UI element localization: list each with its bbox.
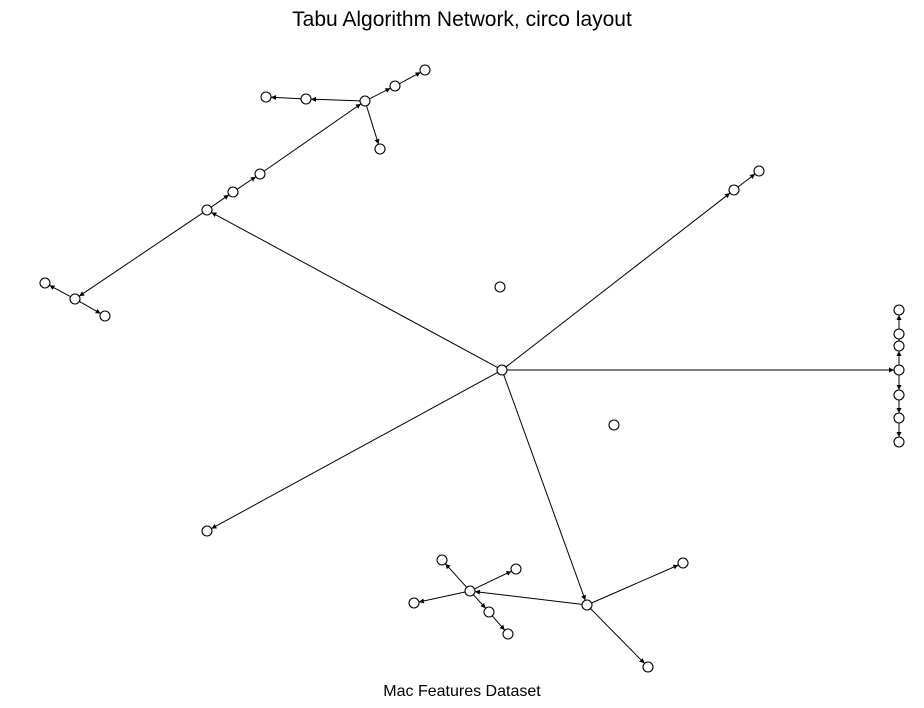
edge-n1-n16 xyxy=(78,212,204,297)
graph-node xyxy=(359,95,371,107)
graph-node xyxy=(494,281,506,293)
edge-n23-n25 xyxy=(591,564,679,604)
graph-node xyxy=(893,328,905,340)
edge-n7-n8 xyxy=(236,176,257,190)
edge-n0-n4 xyxy=(505,192,731,368)
edge-n1-n7 xyxy=(210,194,230,208)
edge-n23-n19 xyxy=(474,589,583,605)
diagram-title: Tabu Algorithm Network, circo layout xyxy=(292,8,632,31)
edge-n0-n23 xyxy=(503,374,586,601)
diagram-subtitle: Mac Features Dataset xyxy=(383,683,541,700)
edge-n16-n17 xyxy=(49,284,71,298)
graph-node xyxy=(893,389,905,401)
edge-n13-n14 xyxy=(270,95,302,100)
edge-n9-n13 xyxy=(310,96,361,102)
graph-node xyxy=(893,436,905,448)
graph-node xyxy=(254,168,266,180)
graph-node xyxy=(374,143,386,155)
graph-node xyxy=(893,412,905,424)
graph-node xyxy=(510,563,522,575)
graph-node xyxy=(39,277,51,289)
edge-n19-n27 xyxy=(472,594,487,609)
graph-node xyxy=(227,186,239,198)
graph-node xyxy=(464,585,476,597)
edge-n0-n3 xyxy=(211,371,498,530)
graph-node xyxy=(99,310,111,322)
graph-node xyxy=(483,606,495,618)
graph-node xyxy=(893,304,905,316)
edge-n9-n15 xyxy=(366,105,380,145)
graph-node xyxy=(260,91,272,103)
graph-node xyxy=(728,184,740,196)
edge-layer xyxy=(49,71,902,664)
graph-node xyxy=(201,525,213,537)
graph-node xyxy=(608,419,620,431)
edge-n9-n11 xyxy=(369,87,391,100)
graph-node xyxy=(408,597,420,609)
graph-node xyxy=(581,599,593,611)
graph-node xyxy=(201,204,213,216)
edge-n8-n9 xyxy=(263,103,362,172)
graph-node xyxy=(893,364,905,376)
edge-n27-n29 xyxy=(491,615,506,631)
graph-node xyxy=(496,364,508,376)
graph-node xyxy=(419,64,431,76)
graph-node xyxy=(642,661,654,673)
edge-n19-n22 xyxy=(474,570,512,590)
edge-n4-n6 xyxy=(737,173,756,188)
graph-node xyxy=(389,80,401,92)
graph-node xyxy=(753,165,765,177)
edge-n19-n20 xyxy=(444,563,468,588)
graph-node xyxy=(69,293,81,305)
graph-node xyxy=(436,554,448,566)
graph-node xyxy=(677,557,689,569)
graph-node xyxy=(300,93,312,105)
edge-n19-n21 xyxy=(418,591,466,604)
graph-node xyxy=(893,340,905,352)
graph-node xyxy=(502,628,514,640)
edge-n0-n1 xyxy=(211,211,498,369)
edge-n23-n24 xyxy=(590,608,645,664)
node-layer xyxy=(39,64,905,673)
edge-n16-n18 xyxy=(79,301,101,314)
edge-n11-n12 xyxy=(399,71,421,85)
